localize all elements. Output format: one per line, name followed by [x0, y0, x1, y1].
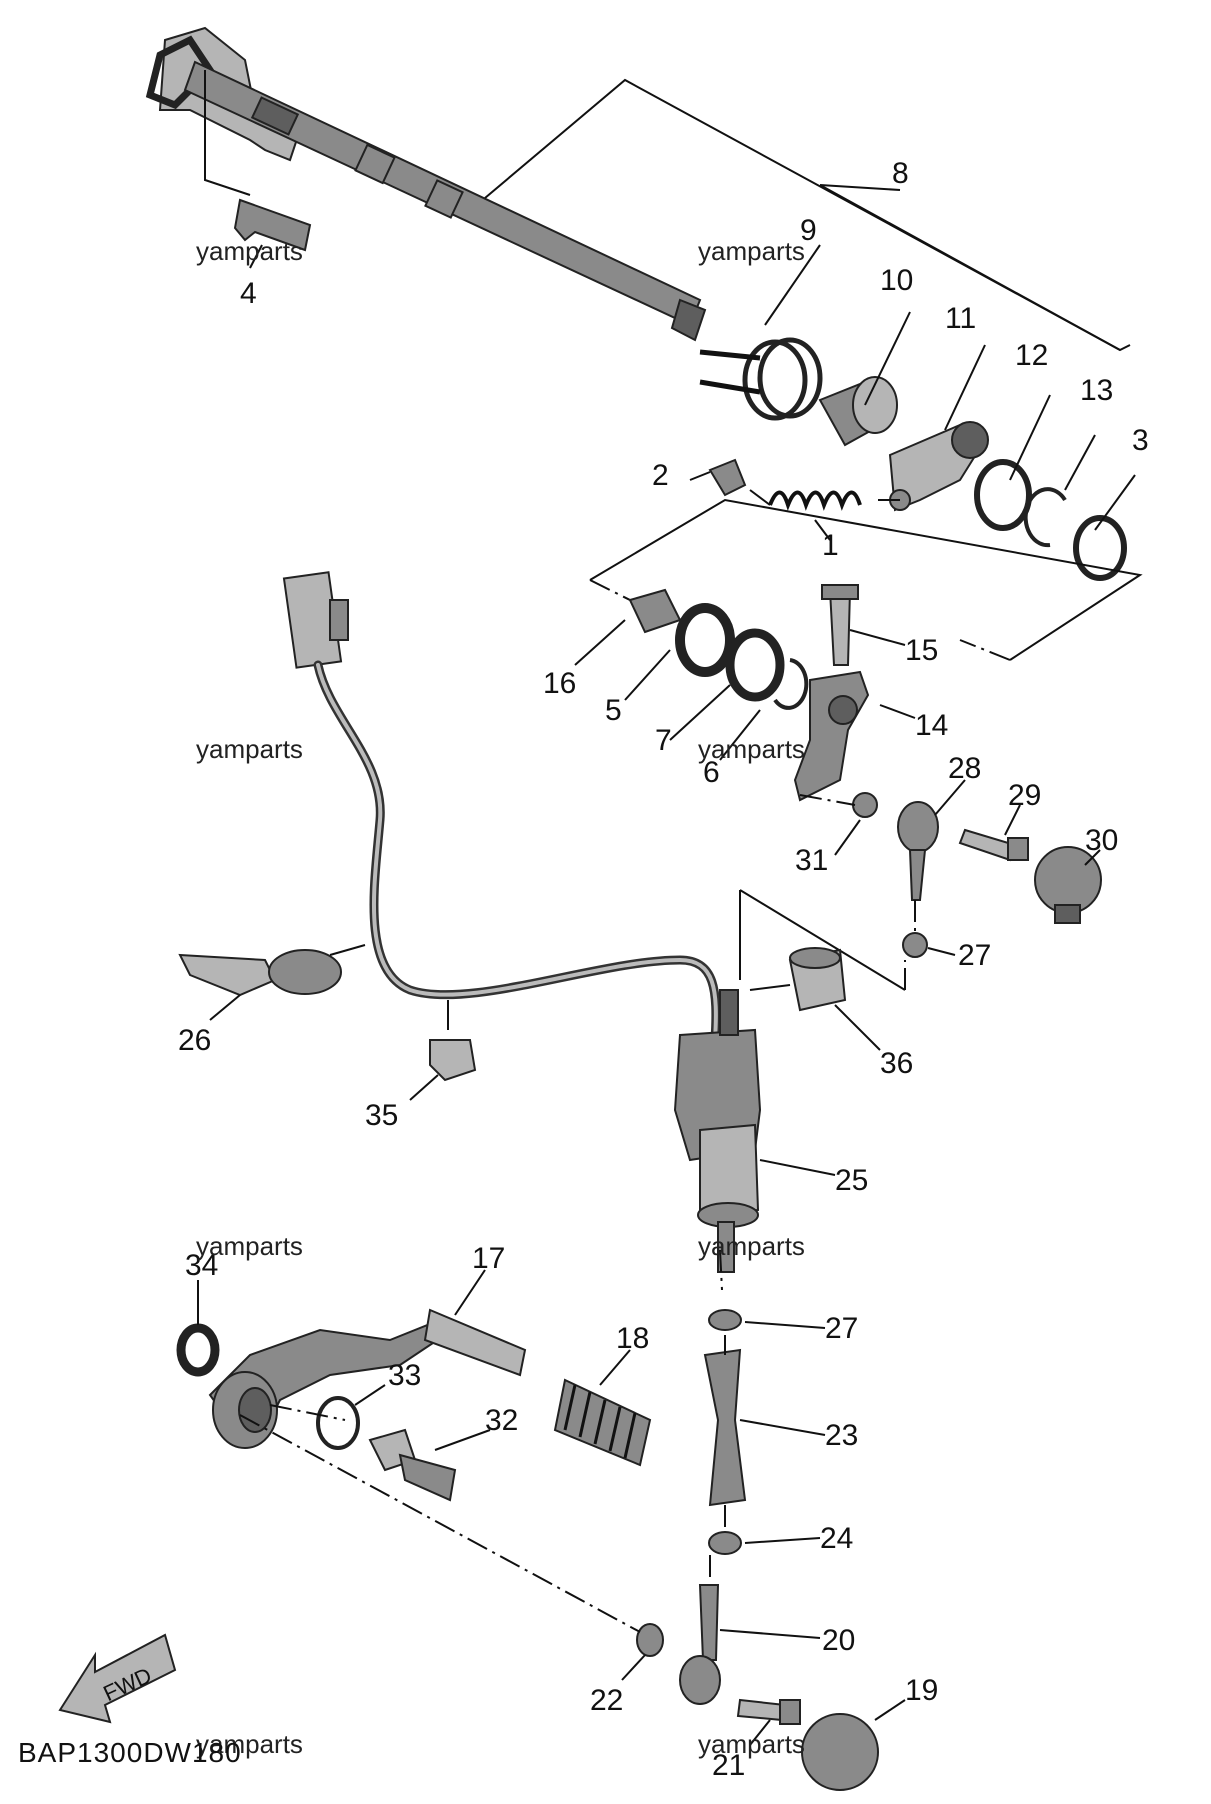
- shift-shaft-assembly: [145, 26, 707, 342]
- callout-34: 34: [185, 1249, 218, 1282]
- watermark: yamparts: [698, 236, 805, 266]
- callout-27-upper: 27: [958, 939, 991, 972]
- part-5-seal: [675, 603, 735, 677]
- callout-17: 17: [472, 1242, 505, 1275]
- part-16-bearing: [628, 588, 682, 634]
- callout-32: 32: [485, 1404, 518, 1437]
- part-30-knob: [1034, 846, 1102, 924]
- watermark: yamparts: [698, 1231, 805, 1261]
- callout-10: 10: [880, 264, 913, 297]
- part-35-clip: [429, 1039, 477, 1082]
- part-18-pedal-rubber: [553, 1378, 652, 1467]
- watermark: yamparts: [698, 734, 805, 764]
- callout-4: 4: [240, 277, 257, 310]
- callout-12: 12: [1015, 339, 1048, 372]
- callout-27-lower: 27: [825, 1312, 858, 1345]
- callout-26: 26: [178, 1024, 211, 1057]
- part-31-nut: [852, 792, 878, 818]
- part-34-washer: [176, 1323, 220, 1377]
- part-25-shift-sensor: [673, 989, 762, 1273]
- callout-2: 2: [652, 459, 669, 492]
- part-28-rod-end: [897, 801, 939, 901]
- part-20-rod-end: [679, 1584, 721, 1705]
- callout-5: 5: [605, 694, 622, 727]
- part-27-nut-upper: [902, 932, 928, 958]
- callout-9: 9: [800, 214, 817, 247]
- callout-29: 29: [1008, 779, 1041, 812]
- part-32-pivot-bolt: [368, 1428, 457, 1502]
- part-36-boot: [788, 947, 847, 1012]
- callout-13: 13: [1080, 374, 1113, 407]
- part-22-nut: [636, 1623, 664, 1657]
- watermark: yamparts: [698, 1729, 805, 1759]
- part-29-bolt: [958, 828, 1029, 862]
- callout-15: 15: [905, 634, 938, 667]
- part-19-knob: [801, 1713, 879, 1791]
- callout-21: 21: [712, 1749, 745, 1782]
- watermark: yamparts: [196, 1231, 303, 1261]
- part-7-washer: [725, 628, 785, 702]
- part-26-clamp: [178, 949, 342, 997]
- part-1-spring: [768, 490, 862, 511]
- watermark: yamparts: [196, 734, 303, 764]
- part-2-bolt: [708, 458, 747, 497]
- callout-1: 1: [822, 529, 839, 562]
- sensor-connector: [282, 571, 349, 669]
- part-14-shift-arm: [793, 670, 870, 802]
- callout-8: 8: [892, 157, 909, 190]
- part-23-rod: [703, 1348, 747, 1507]
- part-12-washer: [974, 459, 1032, 531]
- callout-24: 24: [820, 1522, 853, 1555]
- part-24-nut: [708, 1531, 742, 1555]
- callout-6: 6: [703, 756, 720, 789]
- callout-33: 33: [388, 1359, 421, 1392]
- callout-18: 18: [616, 1322, 649, 1355]
- callout-14: 14: [915, 709, 948, 742]
- part-27-nut-lower: [708, 1309, 742, 1331]
- callout-22: 22: [590, 1684, 623, 1717]
- watermark: yamparts: [196, 236, 303, 266]
- part-9-spring: [699, 337, 823, 421]
- callout-23: 23: [825, 1419, 858, 1452]
- callout-11: 11: [945, 302, 976, 335]
- callout-35: 35: [365, 1099, 398, 1132]
- callout-20: 20: [822, 1624, 855, 1657]
- part-6-circlip: [773, 658, 809, 710]
- callout-31: 31: [795, 844, 828, 877]
- callout-19: 19: [905, 1674, 938, 1707]
- part-15-bolt: [821, 584, 859, 666]
- part-33-oring: [316, 1396, 360, 1450]
- callout-30: 30: [1085, 824, 1118, 857]
- part-17-shift-pedal: [208, 1308, 527, 1449]
- part-11-stopper-lever: [888, 421, 989, 512]
- callout-16: 16: [543, 667, 576, 700]
- callout-28: 28: [948, 752, 981, 785]
- callout-7: 7: [655, 724, 672, 757]
- watermark: yamparts: [196, 1729, 303, 1759]
- callout-3: 3: [1132, 424, 1149, 457]
- part-10-collar: [818, 376, 898, 447]
- part-3-washer: [1073, 515, 1127, 581]
- callout-36: 36: [880, 1047, 913, 1080]
- diagram-code: BAP1300DW180: [18, 1737, 242, 1768]
- callout-25: 25: [835, 1164, 868, 1197]
- part-13-circlip: [1023, 487, 1067, 548]
- fwd-arrow: FWD: [58, 1633, 177, 1724]
- part-4-pin: [233, 198, 312, 252]
- part-21-bolt: [736, 1698, 801, 1725]
